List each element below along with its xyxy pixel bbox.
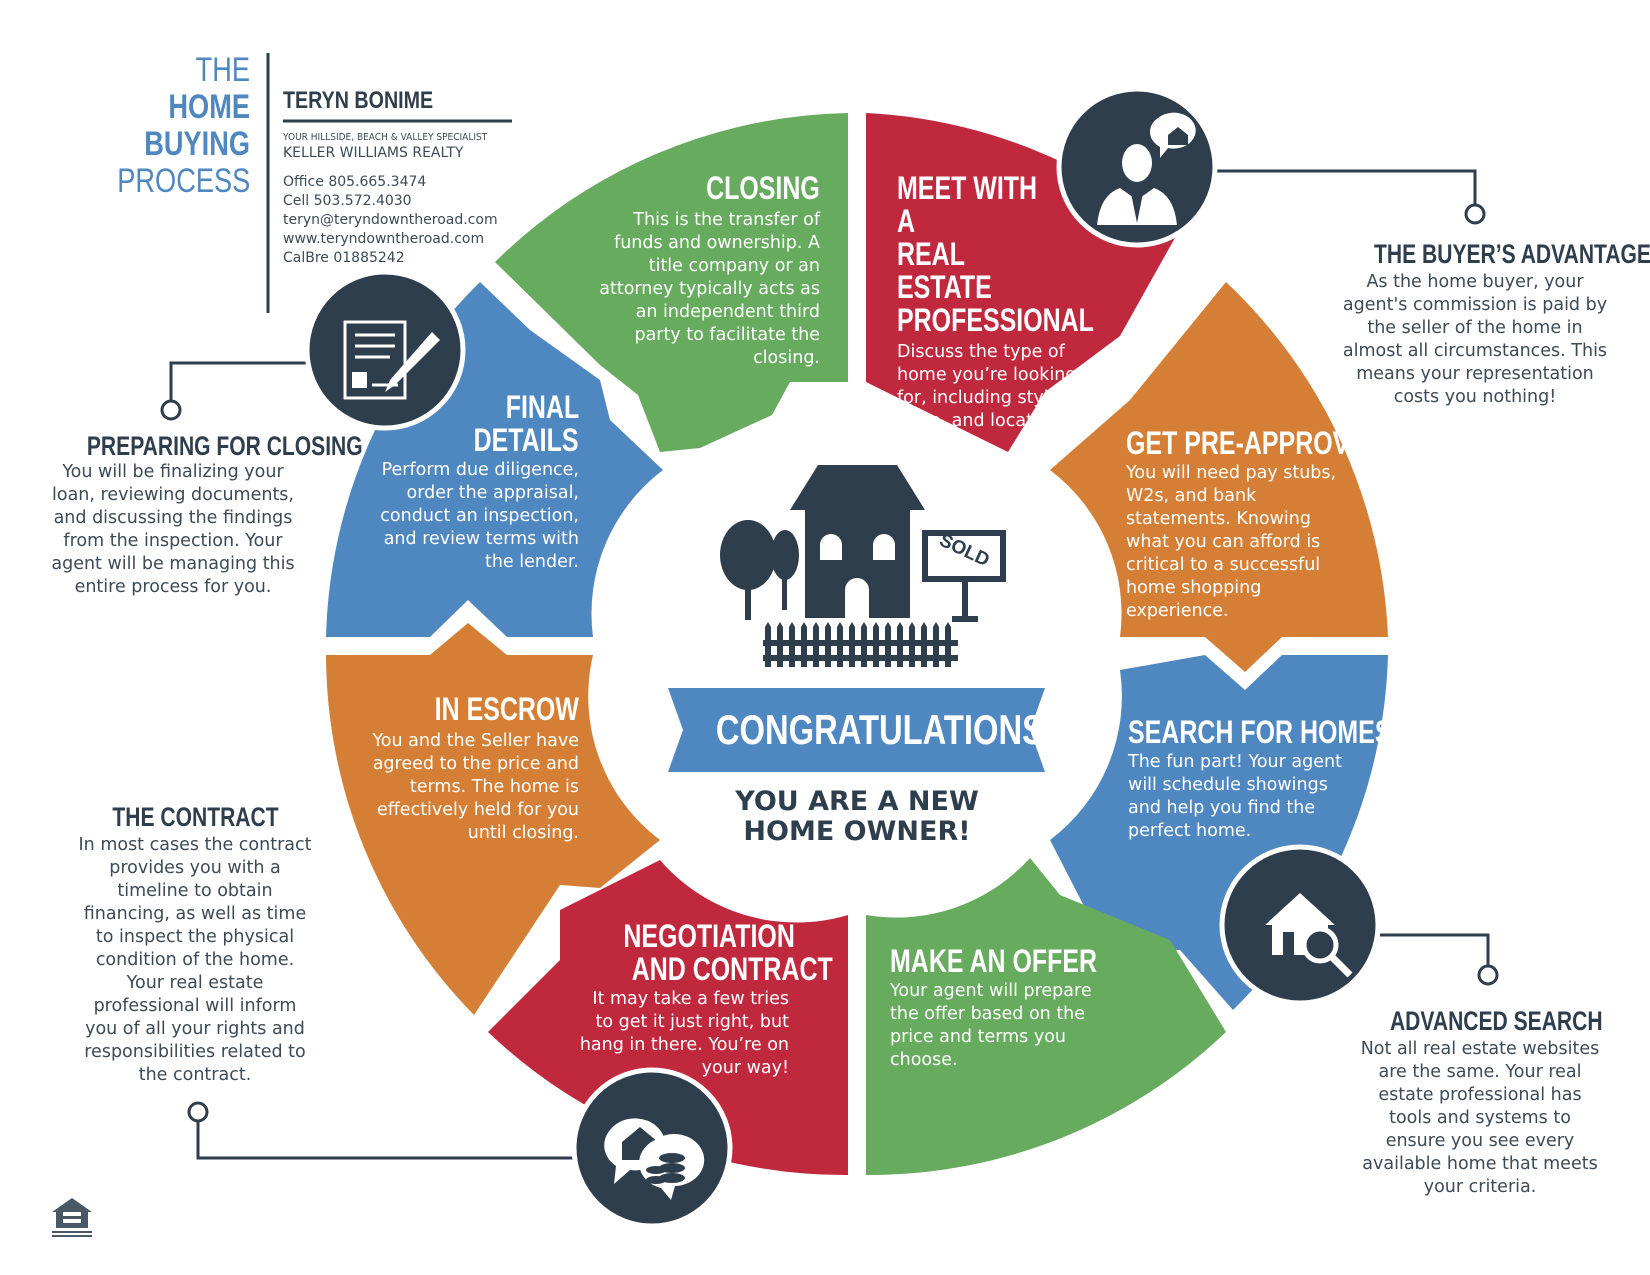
step-search: SEARCH FOR HOMES The fun part! Your agen… xyxy=(1128,716,1391,843)
segment-preapproved xyxy=(1050,282,1388,672)
connector-lines xyxy=(169,53,1490,1160)
agent-cell: Cell 503.572.4030 xyxy=(283,193,412,209)
step-negotiation-title-2: AND CONTRACT xyxy=(631,951,833,987)
title-line-1: THE xyxy=(195,51,250,89)
callout-preparing-title: PREPARING FOR CLOSING xyxy=(86,431,363,461)
step-final: FINAL DETAILS Perform due diligence, ord… xyxy=(360,391,579,574)
step-negotiation-title-1: NEGOTIATION xyxy=(623,918,795,954)
step-preapproved-title: GET PRE-APPROVED xyxy=(1126,425,1384,461)
segment-negotiation xyxy=(488,860,848,1176)
callout-buyers-advantage-title: THE BUYER’S ADVANTAGE xyxy=(1374,239,1650,269)
title-line-3: PROCESS xyxy=(116,162,250,200)
callout-advanced-search: ADVANCED SEARCH Not all real estate webs… xyxy=(1360,1006,1603,1199)
callout-preparing: PREPARING FOR CLOSING You will be finali… xyxy=(48,431,362,599)
connector-dots xyxy=(160,203,1499,1123)
agent-website[interactable]: www.teryndowntheroad.com xyxy=(283,231,485,247)
step-escrow-title: IN ESCROW xyxy=(434,691,579,727)
page-title: THE HOME BUYING PROCESS xyxy=(60,52,250,200)
agent-email[interactable]: teryn@teryndowntheroad.com xyxy=(283,212,498,228)
house-search-icon xyxy=(1219,844,1381,1006)
step-meet: MEET WITH A REAL ESTATE PROFESSIONAL Dis… xyxy=(897,172,1107,433)
new-home-owner-text: YOU ARE A NEW HOME OWNER! xyxy=(690,787,1024,847)
callout-contract-title: THE CONTRACT xyxy=(111,802,279,832)
step-negotiation-text: It may take a few tries to get it just r… xyxy=(579,989,789,1078)
agent-office: Office 805.665.3474 xyxy=(283,174,427,190)
step-final-text: Perform due diligence, order the apprais… xyxy=(380,460,579,572)
house-illustration xyxy=(720,465,1006,667)
equal-housing-icon xyxy=(52,1198,92,1237)
segment-escrow xyxy=(326,623,660,1015)
step-preapproved: GET PRE-APPROVED You will need pay stubs… xyxy=(1126,427,1384,623)
step-final-title-2: DETAILS xyxy=(474,422,579,458)
step-closing-title: CLOSING xyxy=(706,170,820,206)
agent-license: CalBre 01885242 xyxy=(283,250,405,266)
step-search-text: The fun part! Your agent will schedule s… xyxy=(1128,752,1342,841)
step-closing: CLOSING This is the transfer of funds an… xyxy=(595,172,820,370)
agent-company: KELLER WILLIAMS REALTY xyxy=(283,145,464,161)
step-search-title: SEARCH FOR HOMES xyxy=(1128,714,1392,750)
segment-offer xyxy=(866,858,1226,1176)
step-negotiation: NEGOTIATION AND CONTRACT It may take a f… xyxy=(575,920,833,1080)
congratulations-banner xyxy=(668,688,1045,772)
document-sign-icon xyxy=(304,269,466,431)
house-coins-icon xyxy=(571,1067,733,1229)
callout-advanced-search-title: ADVANCED SEARCH xyxy=(1389,1006,1603,1036)
step-offer-text: Your agent will prepare the offer based … xyxy=(890,981,1092,1070)
callout-buyers-advantage: THE BUYER’S ADVANTAGE As the home buyer,… xyxy=(1335,239,1650,409)
step-meet-title-2: REAL ESTATE xyxy=(897,236,992,305)
agent-name: TERYN BONIME xyxy=(283,87,434,114)
callout-buyers-advantage-text: As the home buyer, your agent's commissi… xyxy=(1342,272,1608,407)
agent-specialty: YOUR HILLSIDE, BEACH & VALLEY SPECIALIST xyxy=(283,132,488,143)
step-preapproved-text: You will need pay stubs, W2s, and bank s… xyxy=(1126,463,1337,621)
step-escrow: IN ESCROW You and the Seller have agreed… xyxy=(365,693,579,845)
congratulations-text: CONGRATULATIONS! xyxy=(715,706,1055,753)
callout-preparing-text: You will be finalizing your loan, review… xyxy=(51,462,295,597)
agent-icon xyxy=(1056,86,1218,248)
step-escrow-text: You and the Seller have agreed to the pr… xyxy=(372,731,579,843)
title-line-2: HOME BUYING xyxy=(144,88,250,163)
callout-contract-text: In most cases the contract provides you … xyxy=(78,835,312,1085)
step-offer: MAKE AN OFFER Your agent will prepare th… xyxy=(890,945,1105,1072)
step-meet-text: Discuss the type of home you’re looking … xyxy=(897,342,1077,431)
step-final-title-1: FINAL xyxy=(505,389,579,425)
callout-advanced-search-text: Not all real estate websites are the sam… xyxy=(1360,1039,1600,1197)
banner-text: CONGRATULATIONS! xyxy=(668,707,1055,753)
agent-card: TERYN BONIME YOUR HILLSIDE, BEACH & VALL… xyxy=(283,88,523,268)
new-owner-line-1: YOU ARE A NEW xyxy=(735,786,979,817)
step-closing-text: This is the transfer of funds and owners… xyxy=(599,210,820,368)
callout-contract: THE CONTRACT In most cases the contract … xyxy=(75,802,315,1087)
new-owner-line-2: HOME OWNER! xyxy=(743,816,971,847)
step-meet-title-1: MEET WITH A xyxy=(897,170,1038,239)
step-offer-title: MAKE AN OFFER xyxy=(890,943,1098,979)
step-meet-title-3: PROFESSIONAL xyxy=(897,302,1094,338)
segment-closing xyxy=(495,113,848,452)
